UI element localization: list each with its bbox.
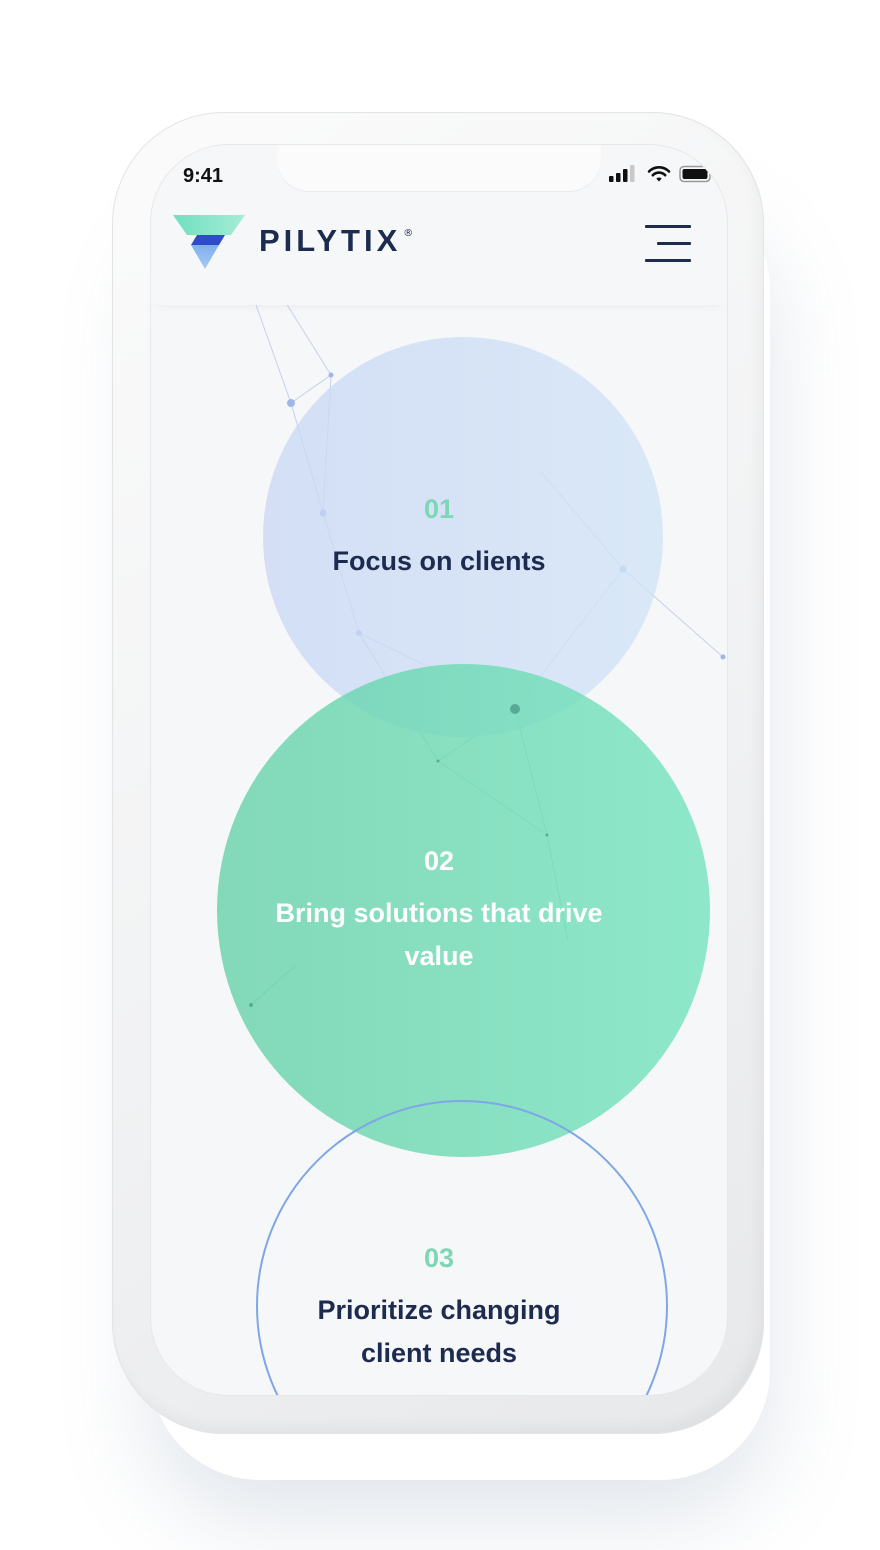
brand-name: PILYTIX bbox=[259, 223, 402, 258]
battery-icon bbox=[679, 165, 714, 183]
pilytix-logo-icon bbox=[173, 215, 245, 269]
item-01-title: Focus on clients bbox=[332, 546, 546, 576]
item-03-title: Prioritize changing client needs bbox=[317, 1295, 561, 1368]
network-nodes-overlay bbox=[249, 704, 549, 1007]
item-02-title: Bring solutions that drive value bbox=[275, 898, 603, 971]
values-section: 01 Focus on clients 02 Bring solutions t… bbox=[151, 145, 727, 1395]
hamburger-menu-icon[interactable] bbox=[641, 223, 691, 263]
item-02-number: 02 bbox=[423, 846, 455, 876]
wifi-icon bbox=[647, 166, 671, 182]
pilytix-logo[interactable]: PILYTIX ® bbox=[173, 213, 413, 269]
registered-mark: ® bbox=[403, 227, 414, 239]
status-icons bbox=[609, 165, 715, 183]
phone-notch bbox=[277, 145, 601, 191]
item-03-number: 03 bbox=[423, 1243, 455, 1273]
status-time: 9:41 bbox=[183, 165, 224, 187]
item-01-number: 01 bbox=[423, 494, 455, 524]
signal-icon bbox=[609, 165, 635, 182]
phone-screen: 01 Focus on clients 02 Bring solutions t… bbox=[151, 145, 727, 1395]
circle-item-02 bbox=[217, 664, 710, 1157]
